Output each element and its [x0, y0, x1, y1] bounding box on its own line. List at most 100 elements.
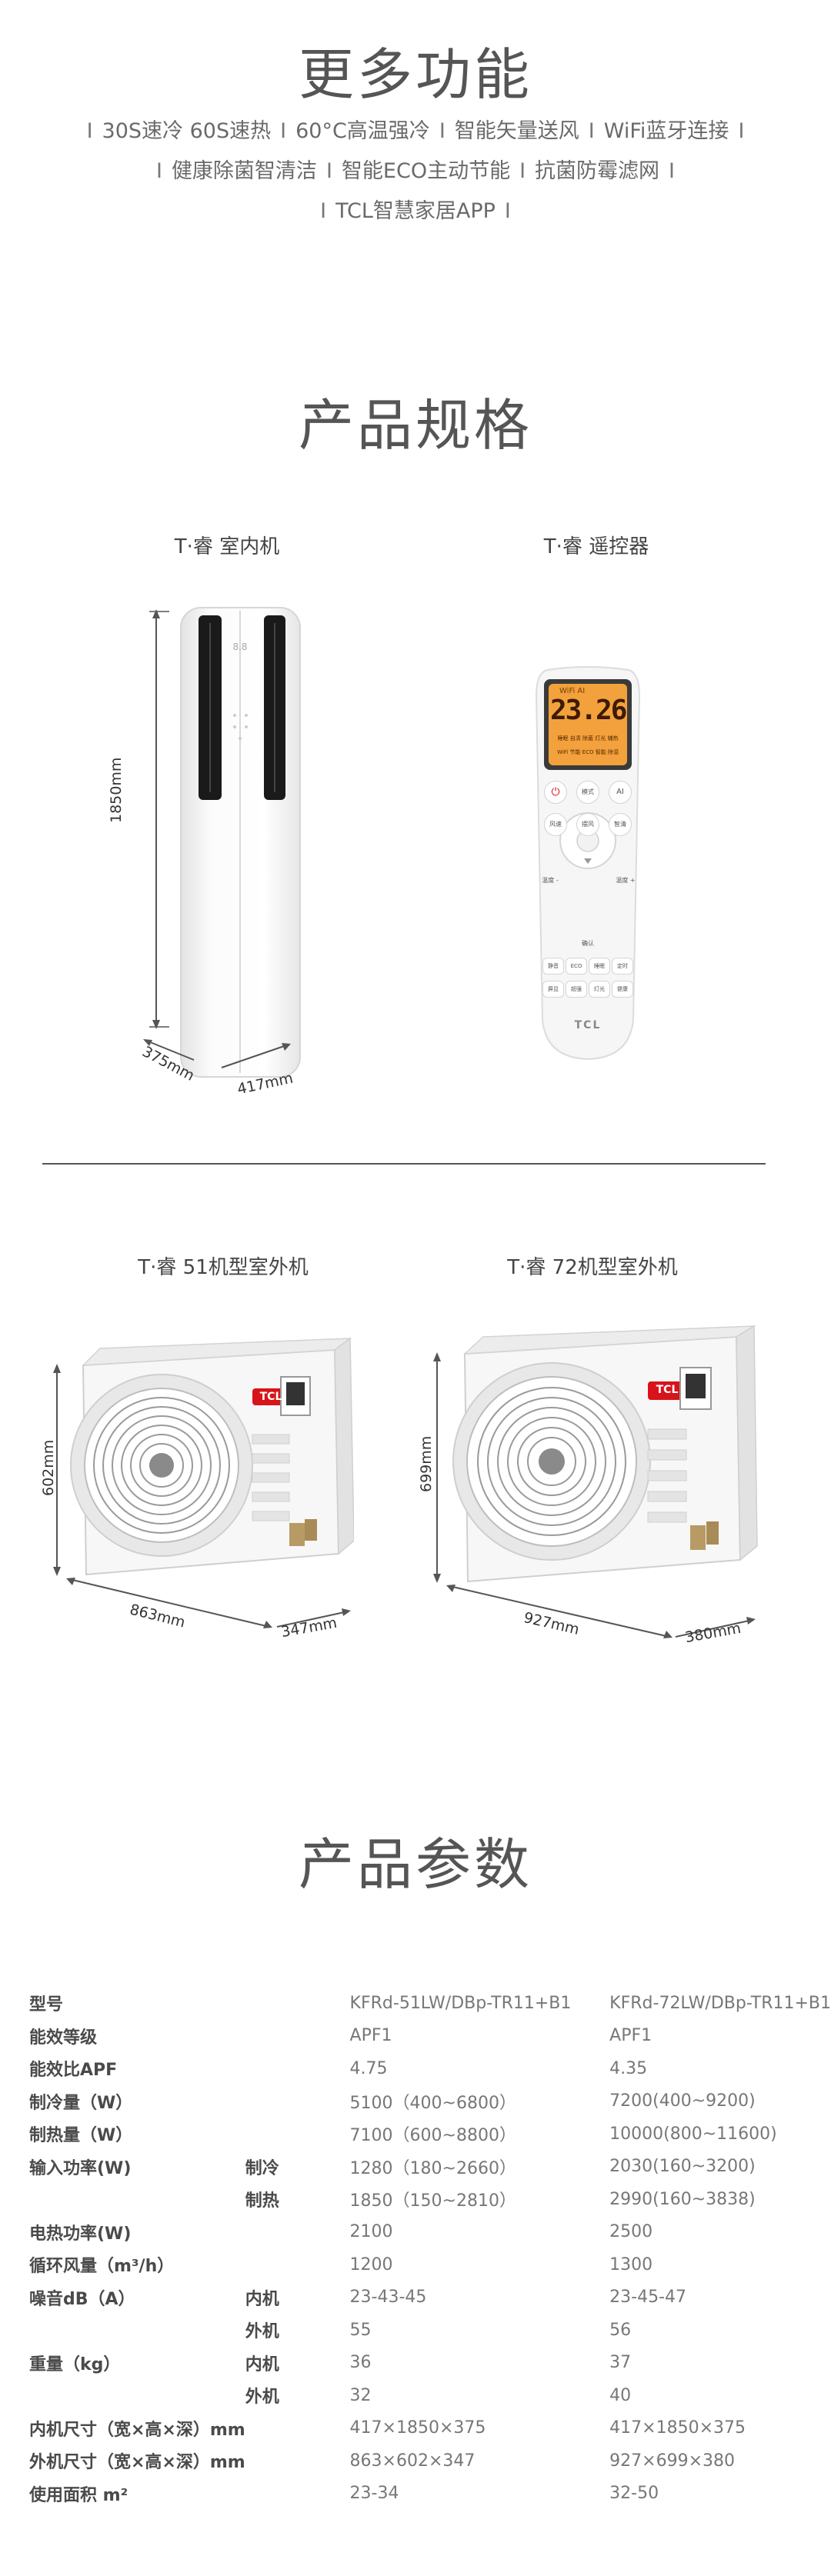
param-cell-c4: 56	[609, 2320, 632, 2340]
outdoor72-label: T·睿 72机型室外机	[507, 1256, 678, 1279]
feature-separator: I	[519, 159, 526, 183]
param-cell-c4: KFRd-72LW/DBp-TR11+B1	[609, 1993, 831, 2013]
param-cell-c2	[245, 2412, 350, 2445]
param-cell-c4: 7200(400~9200)	[609, 2091, 756, 2111]
indoor-unit-image: 8.8	[143, 607, 301, 1078]
health-button[interactable]: 健康	[612, 981, 633, 998]
param-cell-c2	[245, 2478, 350, 2511]
confirm-button[interactable]: 确认	[582, 940, 594, 947]
param-cell-c2: 外机	[245, 2322, 279, 2342]
param-cell-c4: 2030(160~3200)	[609, 2157, 756, 2177]
param-cell-c4: 4.35	[609, 2058, 648, 2078]
temp-minus-button[interactable]: 温度 -	[542, 877, 559, 884]
feature-separator: I	[588, 119, 595, 143]
param-cell-c2	[245, 2085, 350, 2118]
remote-temperature-display: 23.26	[550, 695, 627, 726]
remote-control-image: WiFi AI 23.26 睡眠 自清 除菌 灯光 辅热 WiFi 节能 ECO…	[533, 665, 642, 1063]
param-cell-c2	[245, 1987, 350, 2020]
outdoor51-label: T·睿 51机型室外机	[138, 1256, 309, 1279]
feature-separator: I	[86, 119, 93, 143]
outdoor51-logo: TCL	[259, 1391, 282, 1403]
param-cell-c3: 1850（150~2810）	[349, 2191, 516, 2211]
remote-display-row2: WiFi 节能 ECO 智能 除湿	[557, 749, 619, 755]
feature-separator: I	[280, 119, 287, 143]
remote-label: T·睿 遥控器	[543, 535, 649, 558]
specs-title: 产品规格	[298, 393, 532, 458]
display-button[interactable]: 屏显	[542, 981, 564, 998]
param-cell-c3: 417×1850×375	[349, 2418, 486, 2438]
feature-separator: I	[325, 159, 332, 183]
turbo-button[interactable]: 超强	[566, 981, 587, 998]
feature-separator: I	[738, 119, 745, 143]
param-cell-c3: 36	[349, 2353, 372, 2373]
param-cell-c4: 23-45-47	[609, 2288, 687, 2308]
fan-speed-button[interactable]: 风速	[544, 813, 567, 836]
swing-button[interactable]: 摆风	[576, 813, 599, 836]
remote-logo: TCL	[574, 1019, 602, 1031]
param-cell-c3: 23-43-45	[349, 2288, 427, 2308]
param-cell-c2: 外机	[245, 2388, 279, 2408]
svg-text:8.8: 8.8	[232, 642, 247, 652]
param-cell-c2	[245, 2118, 350, 2151]
ai-button[interactable]: AI	[609, 781, 632, 804]
param-cell-c3: 1200	[349, 2254, 393, 2274]
sleep-button[interactable]: 睡眠	[589, 958, 610, 975]
param-cell-c3: 32	[349, 2385, 372, 2405]
param-cell-c1: 型号	[29, 1995, 64, 2015]
mode-button[interactable]: 模式	[576, 781, 599, 804]
param-cell-c3: 7100（600~8800）	[349, 2126, 516, 2146]
outdoor72-image	[433, 1325, 758, 1638]
param-cell-c2: 内机	[245, 2354, 279, 2374]
param-cell-c2: 制热	[245, 2191, 279, 2211]
param-cell-c3: 1280（180~2660）	[349, 2158, 516, 2178]
param-cell-c3: 2100	[349, 2222, 393, 2242]
timer-button[interactable]: 定时	[612, 958, 633, 975]
light-button[interactable]: 灯光	[589, 981, 610, 998]
param-cell-c4: 417×1850×375	[609, 2418, 746, 2438]
feature-item: WiFi蓝牙连接	[603, 119, 729, 143]
param-cell-c3: APF1	[349, 2026, 392, 2046]
params-title: 产品参数	[298, 1832, 532, 1897]
indoor-unit-label: T·睿 室内机	[174, 535, 280, 558]
param-cell-c1: 噪音dB（A）	[29, 2289, 135, 2309]
remote-wifi-ai: WiFi AI	[559, 687, 586, 695]
param-cell-c3: 55	[349, 2320, 372, 2340]
param-cell-c1: 内机尺寸（宽×高×深）mm	[29, 2420, 245, 2440]
clean-button[interactable]: 智清	[609, 813, 632, 836]
feature-item: TCL智慧家居APP	[335, 199, 496, 223]
param-cell-c1: 输入功率(W)	[29, 2158, 132, 2178]
feature-separator: I	[669, 159, 676, 183]
param-cell-c3: 5100（400~6800）	[349, 2093, 516, 2113]
power-button[interactable]: ⏻	[544, 781, 567, 804]
param-cell-c2	[245, 2248, 350, 2281]
param-row: 内机尺寸（宽×高×深）mm 417×1850×375 417×1850×375	[29, 2412, 831, 2445]
mute-button[interactable]: 静音	[542, 958, 564, 975]
param-row: 制冷量（W）5100（400~6800）7200(400~9200)	[29, 2085, 831, 2118]
eco-button[interactable]: ECO	[566, 958, 587, 975]
param-cell-c2	[245, 2052, 350, 2085]
feature-item: 30S速冷 60S速热	[102, 119, 272, 143]
outdoor51-height-dim: 602mm	[40, 1439, 57, 1496]
temp-plus-button[interactable]: 温度 +	[616, 877, 636, 884]
feature-item: 健康除菌智清洁	[171, 159, 317, 183]
feature-item: 智能矢量送风	[454, 119, 579, 143]
remote-button-row-4: 静音 ECO 睡眠 定时	[542, 958, 633, 975]
param-cell-c3: 863×602×347	[349, 2451, 476, 2471]
param-cell-c1: 循环风量（m³/h）	[29, 2257, 175, 2277]
param-cell-c1: 能效等级	[29, 2028, 98, 2048]
param-row: 制热量（W）7100（600~8800）10000(800~11600)	[29, 2118, 831, 2151]
feature-separator: I	[504, 199, 511, 223]
param-row: 能效等级 APF1 APF1	[29, 2020, 831, 2053]
param-cell-c4: APF1	[609, 2026, 652, 2046]
remote-display-row1: 睡眠 自清 除菌 灯光 辅热	[557, 735, 619, 741]
